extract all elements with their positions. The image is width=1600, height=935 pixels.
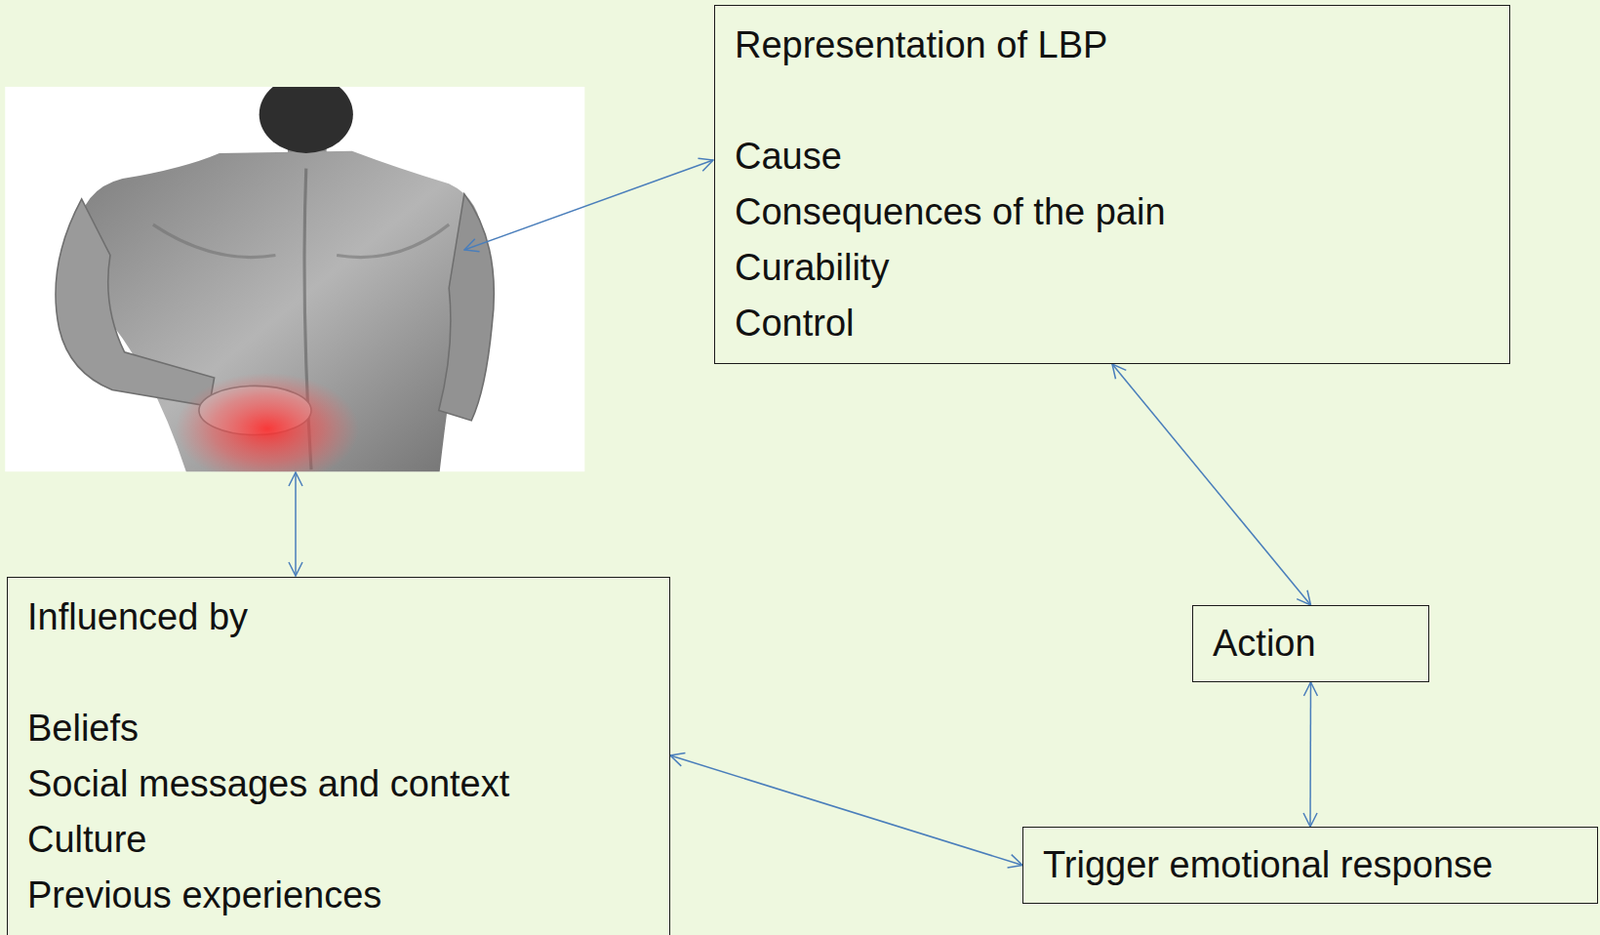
box-item: Control bbox=[734, 295, 855, 352]
photo-link-arrow bbox=[294, 472, 297, 576]
head bbox=[259, 86, 354, 154]
text-box: Influenced by BeliefsSocial messages and … bbox=[6, 576, 671, 935]
box-heading: Representation of LBP bbox=[734, 17, 1108, 74]
left-arm bbox=[55, 199, 215, 406]
box-heading: Influenced by bbox=[27, 589, 248, 645]
photo-link-arrow bbox=[464, 160, 714, 250]
connector-arrow bbox=[1112, 363, 1312, 605]
box-heading: Action bbox=[1212, 615, 1317, 672]
shoulder-blades bbox=[153, 224, 449, 257]
box-item: Consequences of the pain bbox=[734, 184, 1166, 240]
pain-glow bbox=[175, 372, 360, 472]
box-item: Culture bbox=[27, 811, 148, 868]
box-item: Beliefs bbox=[27, 700, 139, 757]
box-item: Social messages and context bbox=[27, 756, 510, 812]
text-box: Trigger emotional response bbox=[1022, 826, 1599, 904]
text-box: Action bbox=[1192, 604, 1430, 682]
right-arm bbox=[439, 194, 495, 421]
box-item: Cause bbox=[734, 128, 842, 185]
box-item: Curability bbox=[734, 240, 889, 296]
connector-arrow bbox=[670, 755, 1023, 866]
box-heading: Trigger emotional response bbox=[1042, 837, 1493, 893]
text-box: Representation of LBP CauseConsequences o… bbox=[714, 4, 1511, 364]
box-item: Previous experiences bbox=[27, 867, 382, 923]
connector-arrow bbox=[1309, 681, 1312, 827]
back-pain-photo bbox=[4, 75, 585, 484]
